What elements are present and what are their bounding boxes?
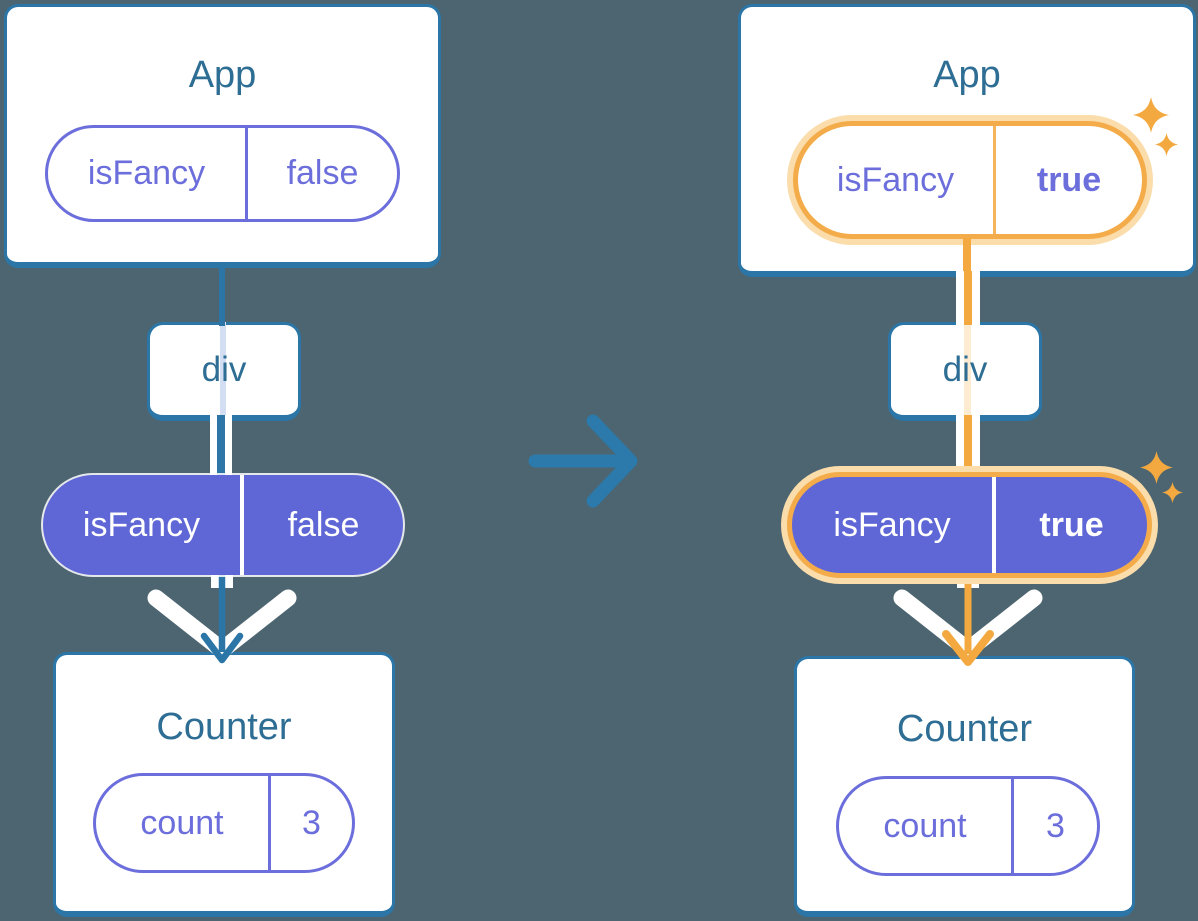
before-counter-title: Counter bbox=[156, 706, 292, 748]
before-app-state-pill: isFancy false bbox=[45, 125, 400, 222]
sparkle-icon bbox=[1155, 133, 1178, 156]
transition-arrow-icon bbox=[528, 414, 638, 508]
after-app-state-pill-highlighted: isFancy true bbox=[793, 121, 1147, 239]
before-app-card: App isFancy false bbox=[4, 4, 441, 268]
sparkle-icon bbox=[1140, 451, 1173, 484]
before-flow-arrow-icon bbox=[147, 572, 297, 664]
prop-value: true bbox=[1039, 505, 1104, 544]
after-app-title: App bbox=[933, 54, 1001, 96]
after-app-stripe bbox=[963, 238, 971, 274]
state-key: isFancy bbox=[798, 126, 996, 234]
state-value: 3 bbox=[302, 803, 321, 842]
prop-key: isFancy bbox=[792, 477, 996, 573]
before-counter-state-pill: count 3 bbox=[93, 773, 355, 873]
after-div-to-pill-pipe bbox=[956, 415, 980, 471]
after-counter-card: Counter count 3 bbox=[794, 656, 1135, 917]
before-counter-card: Counter count 3 bbox=[53, 652, 395, 917]
before-app-to-div-line bbox=[219, 262, 225, 326]
after-div-stripe bbox=[964, 322, 971, 418]
prop-key: isFancy bbox=[43, 475, 244, 575]
prop-value: false bbox=[287, 505, 360, 544]
before-div-label: div bbox=[201, 350, 247, 389]
after-div-card: div bbox=[888, 322, 1042, 421]
state-value: 3 bbox=[1046, 806, 1065, 845]
before-div-stripe bbox=[220, 322, 226, 418]
state-key: count bbox=[839, 779, 1014, 873]
sparkle-icon bbox=[1133, 97, 1169, 133]
state-value: false bbox=[286, 154, 359, 192]
after-counter-state-pill: count 3 bbox=[836, 776, 1100, 876]
state-key: count bbox=[96, 776, 271, 870]
after-div-label: div bbox=[942, 350, 988, 389]
after-counter-title: Counter bbox=[896, 708, 1033, 750]
before-prop-pill: isFancy false bbox=[43, 475, 403, 575]
after-flow-arrow-icon bbox=[893, 572, 1043, 666]
after-app-card: App isFancy true bbox=[738, 4, 1196, 277]
before-div-card: div bbox=[147, 322, 301, 421]
before-app-title: App bbox=[188, 54, 257, 96]
before-div-to-pill-pipe bbox=[210, 415, 232, 479]
sparkle-icon bbox=[1162, 482, 1183, 503]
after-prop-pill-highlighted: isFancy true bbox=[787, 472, 1152, 578]
state-key: isFancy bbox=[48, 128, 248, 219]
state-value: true bbox=[1036, 160, 1102, 199]
after-app-to-div-pipe bbox=[956, 271, 980, 325]
